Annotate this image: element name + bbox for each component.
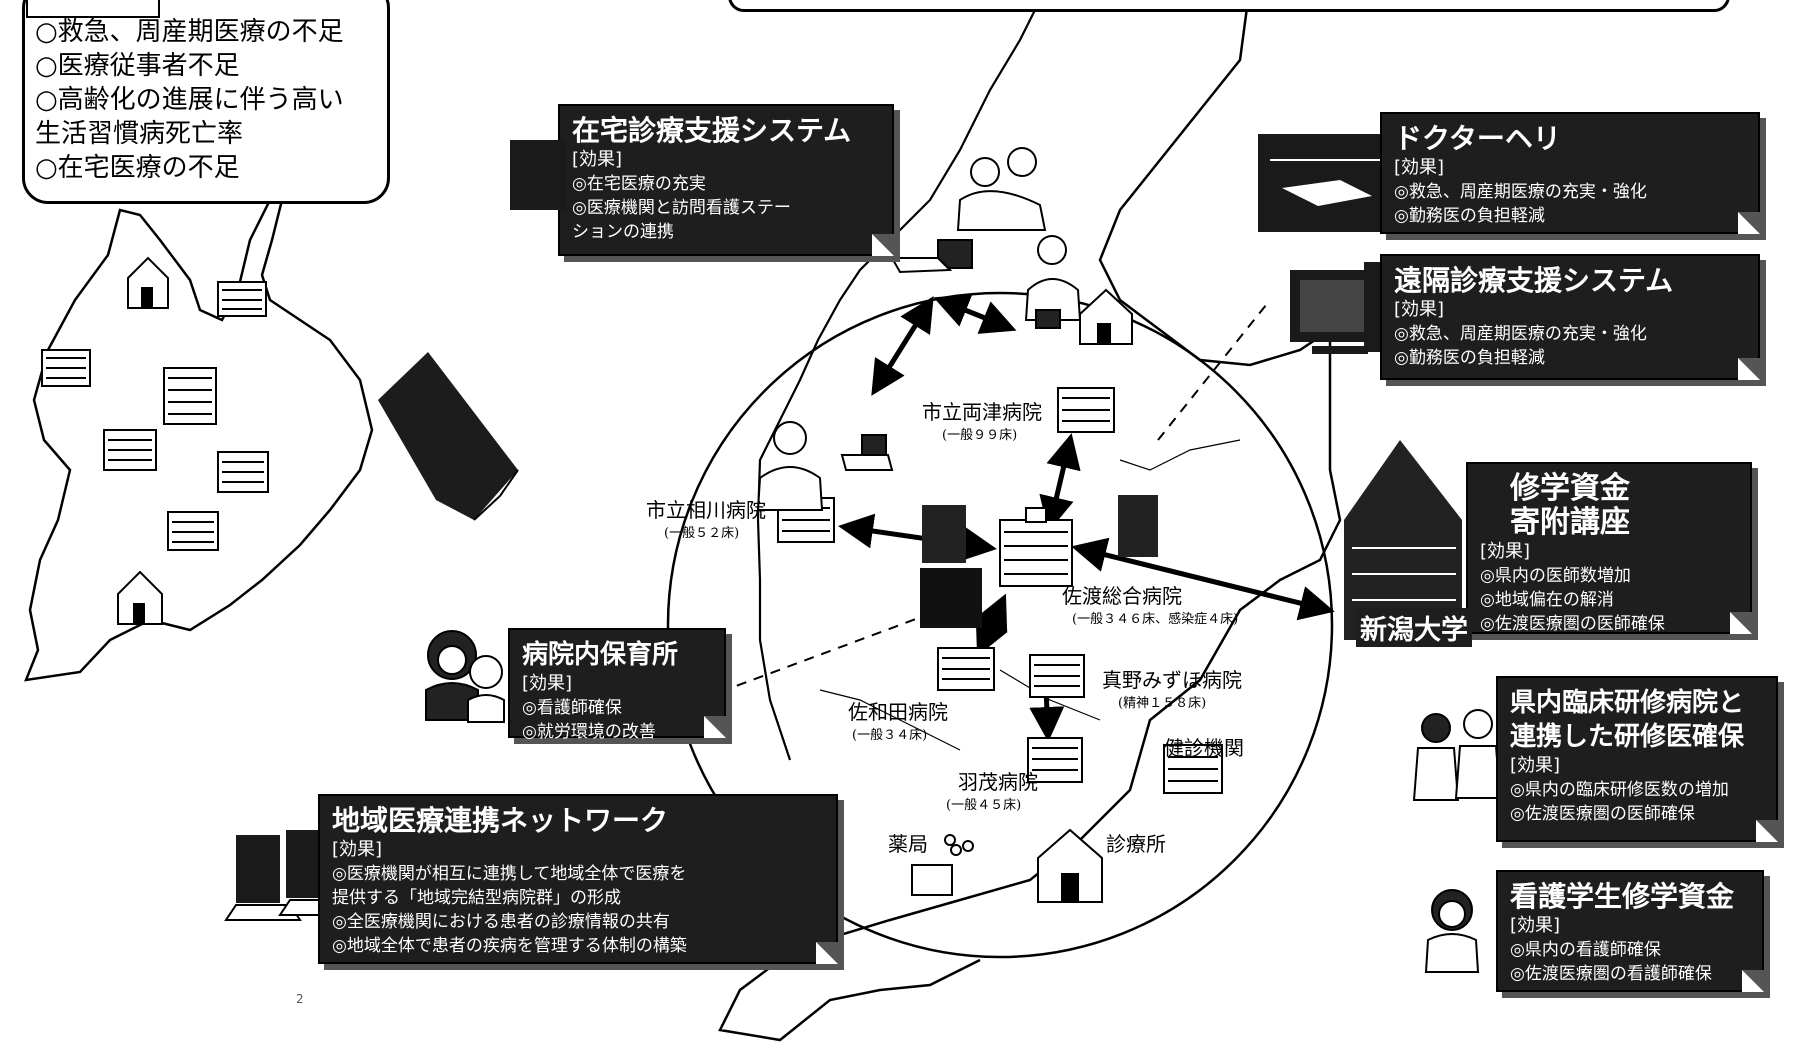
people-and-computers xyxy=(756,147,1082,511)
box-network: 地域医療連携ネットワーク [効果] ◎医療機関が相互に連携して地域全体で医療を … xyxy=(318,794,838,964)
left-island-buildings xyxy=(41,256,269,625)
hospital-hamochi-beds: (一般４５床) xyxy=(946,798,1022,813)
hospital-mano-beds: (精神１５８床) xyxy=(1118,696,1207,711)
box-effect: [効果] xyxy=(1510,755,1561,776)
strait-shape xyxy=(378,352,518,520)
box-line: ◎佐渡医療圏の医師確保 xyxy=(1480,614,1665,634)
hospital-sado-name: 佐渡総合病院 xyxy=(1062,584,1182,608)
box-enkaku: 遠隔診療支援システム [効果] ◎救急、周産期医療の充実・強化 ◎勤務医の負担軽… xyxy=(1380,254,1760,380)
box-effect: [効果] xyxy=(332,839,383,860)
box-line: ◎全医療機関における患者の診療情報の共有 xyxy=(332,912,670,932)
dashed-link-hoiku xyxy=(719,609,941,693)
box-effect: [効果] xyxy=(1394,299,1445,320)
network-arrows xyxy=(838,294,1335,742)
left-island-outline xyxy=(24,163,374,682)
hospital-sawata-beds: (一般３４床) xyxy=(852,728,928,743)
issue-line: 生活習慣病死亡率 xyxy=(35,119,244,149)
dashed-link-enkaku xyxy=(1157,299,1271,441)
box-title: 連携した研修医確保 xyxy=(1510,722,1745,752)
hospital-hamochi-name: 羽茂病院 xyxy=(958,770,1038,794)
box-title: ドクターヘリ xyxy=(1394,122,1561,155)
box-line: ◎県内の医師数増加 xyxy=(1480,566,1631,586)
box-effect: [効果] xyxy=(1510,915,1561,936)
box-doctorheli: ドクターヘリ [効果] ◎救急、周産期医療の充実・強化 ◎勤務医の負担軽減 xyxy=(1380,112,1760,234)
box-line: ◎県内の臨床研修医数の増加 xyxy=(1510,780,1729,800)
box-line: ◎勤務医の負担軽減 xyxy=(1394,206,1545,226)
issue-line: ○在宅医療の不足 xyxy=(35,153,240,183)
box-hoiku: 病院内保育所 [効果] ◎看護師確保 ◎就労環境の改善 xyxy=(508,628,726,742)
network-circle xyxy=(666,291,1334,959)
issues-tab xyxy=(26,0,160,18)
box-line: ◎県内の看護師確保 xyxy=(1510,940,1661,960)
box-kango: 看護学生修学資金 [効果] ◎県内の看護師確保 ◎佐渡医療圏の看護師確保 xyxy=(1496,870,1764,992)
box-title: 修学資金 xyxy=(1510,471,1630,506)
box-line: ションの連携 xyxy=(572,222,674,242)
hospital-mano-name: 真野みずほ病院 xyxy=(1102,668,1242,692)
box-kennai: 県内臨床研修病院と 連携した研修医確保 [効果] ◎県内の臨床研修医数の増加 ◎… xyxy=(1496,676,1778,842)
box-effect: [効果] xyxy=(1480,541,1531,562)
hospital-ryotsu-name: 市立両津病院 xyxy=(922,400,1042,424)
box-line: ◎看護師確保 xyxy=(522,698,622,718)
hospital-aikawa-beds: (一般５２床) xyxy=(664,526,740,541)
box-line: ◎医療機関と訪問看護ステー xyxy=(572,198,791,218)
box-zaitaku: 在宅診療支援システム [効果] ◎在宅医療の充実 ◎医療機関と訪問看護ステー シ… xyxy=(558,104,894,256)
box-effect: [効果] xyxy=(1394,157,1445,178)
pharmacy-label: 薬局 xyxy=(888,832,928,856)
box-line: ◎就労環境の改善 xyxy=(522,722,656,742)
niigata-university-label: 新潟大学 xyxy=(1356,608,1472,647)
box-effect: [効果] xyxy=(522,673,573,694)
hospital-sado-beds: (一般３４６床、感染症４床) xyxy=(1072,612,1239,627)
xray-images xyxy=(920,495,1158,628)
helicopter-image xyxy=(1258,134,1396,232)
issue-line: ○救急、周産期医療の不足 xyxy=(35,17,344,47)
top-banner xyxy=(728,0,1730,12)
box-line: ◎救急、周産期医療の充実・強化 xyxy=(1394,182,1647,202)
page-mark: 2 xyxy=(296,992,304,1006)
box-title: 県内臨床研修病院と xyxy=(1510,688,1745,718)
box-title: 看護学生修学資金 xyxy=(1510,880,1735,913)
box-title: 病院内保育所 xyxy=(522,640,679,670)
hospital-ryotsu-beds: (一般９９床) xyxy=(942,428,1018,443)
box-effect: [効果] xyxy=(572,149,623,170)
box-line: ◎医療機関が相互に連携して地域全体で医療を xyxy=(332,864,687,884)
zaitaku-image xyxy=(510,140,566,210)
box-title: 在宅診療支援システム xyxy=(572,114,852,147)
nursery-people xyxy=(425,630,505,723)
clinic-label: 診療所 xyxy=(1106,832,1166,856)
issue-line: ○医療従事者不足 xyxy=(35,51,240,81)
hospital-sawata-name: 佐和田病院 xyxy=(848,700,948,724)
pharmacy-items xyxy=(911,834,974,896)
hospital-aikawa-name: 市立相川病院 xyxy=(646,498,766,522)
university-building xyxy=(1344,440,1462,640)
box-line: 提供する「地域完結型病院群」の形成 xyxy=(332,888,621,908)
box-line: ◎地域偏在の解消 xyxy=(1480,590,1614,610)
box-shugaku: 修学資金 寄附講座 [効果] ◎県内の医師数増加 ◎地域偏在の解消 ◎佐渡医療圏… xyxy=(1466,462,1752,634)
box-title: 遠隔診療支援システム xyxy=(1394,264,1674,297)
trainee-doctors xyxy=(1412,709,1502,973)
issue-line: ○高齢化の進展に伴う高い xyxy=(35,85,344,115)
box-title: 寄附講座 xyxy=(1510,505,1630,540)
box-line: ◎佐渡医療圏の医師確保 xyxy=(1510,804,1695,824)
kenshin-label: 健診機関 xyxy=(1164,736,1244,760)
box-line: ◎地域全体で患者の疾病を管理する体制の構築 xyxy=(332,936,687,956)
box-line: ◎在宅医療の充実 xyxy=(572,174,706,194)
issues-box: ○救急、周産期医療の不足 ○医療従事者不足 ○高齢化の進展に伴う高い 生活習慣病… xyxy=(22,0,390,204)
network-computers xyxy=(224,830,356,921)
box-line: ◎佐渡医療圏の看護師確保 xyxy=(1510,964,1712,984)
box-title: 地域医療連携ネットワーク xyxy=(332,804,669,837)
box-line: ◎救急、周産期医療の充実・強化 xyxy=(1394,324,1647,344)
box-line: ◎勤務医の負担軽減 xyxy=(1394,348,1545,368)
